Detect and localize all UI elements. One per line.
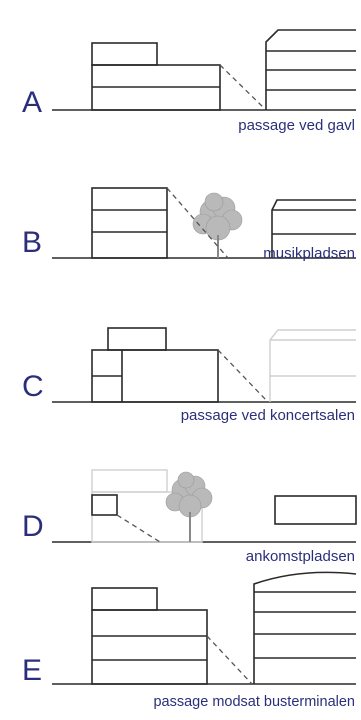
section-letter: E bbox=[22, 654, 43, 687]
tree-icon bbox=[192, 192, 243, 258]
building-block bbox=[91, 187, 168, 259]
section-e: E passage modsat busterminalen bbox=[0, 560, 361, 710]
section-caption: musikpladsen bbox=[263, 245, 355, 262]
section-letter: D bbox=[22, 510, 44, 543]
sightline-dashed bbox=[166, 187, 229, 259]
section-letter: A bbox=[22, 86, 43, 119]
section-c: C passage ved koncertsalen bbox=[0, 280, 361, 424]
section-a-drawing bbox=[52, 29, 356, 111]
section-c-drawing bbox=[52, 327, 356, 403]
existing-building-outline bbox=[91, 491, 203, 543]
building-block bbox=[91, 587, 158, 611]
building-block-curved-roof bbox=[253, 571, 357, 684]
section-d-drawing bbox=[52, 469, 357, 543]
section-b: B musikpladsen bbox=[0, 140, 361, 280]
building-block bbox=[274, 495, 357, 525]
section-letter: C bbox=[22, 370, 44, 403]
building-block bbox=[265, 29, 356, 110]
section-e-drawing bbox=[52, 571, 357, 685]
section-b-drawing bbox=[52, 187, 356, 259]
sightline-dashed bbox=[217, 349, 269, 403]
section-caption: passage modsat busterminalen bbox=[153, 694, 355, 710]
existing-building-outline bbox=[91, 469, 168, 493]
tree-icon bbox=[165, 471, 213, 542]
section-caption: passage ved koncertsalen bbox=[180, 407, 355, 424]
section-letter: B bbox=[22, 226, 43, 259]
sightline-dashed bbox=[116, 514, 161, 543]
sightline-dashed bbox=[206, 635, 253, 685]
existing-building-outline bbox=[269, 329, 356, 402]
building-block bbox=[91, 494, 118, 516]
building-block bbox=[91, 42, 158, 66]
section-caption: passage ved gavl bbox=[238, 117, 355, 134]
section-a: A passage ved gavl bbox=[0, 0, 361, 140]
section-d: D ankomstpladsen bbox=[0, 420, 361, 565]
building-block bbox=[107, 327, 167, 351]
section-caption: ankomstpladsen bbox=[245, 548, 355, 565]
sightline-dashed bbox=[219, 64, 267, 111]
building-block bbox=[91, 609, 208, 685]
